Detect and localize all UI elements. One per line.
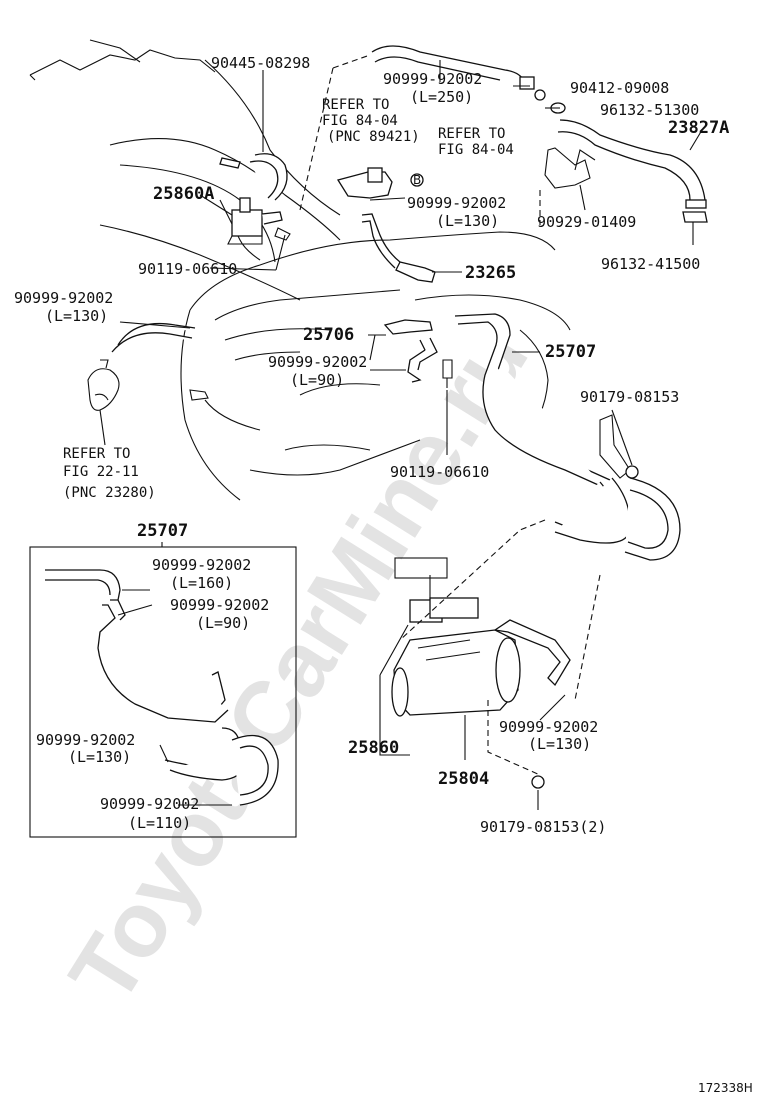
- label-90999-92002-l130-e: 90999-92002: [499, 718, 598, 736]
- inset-label-l160: (L=160): [170, 574, 233, 592]
- inset-label-l110: (L=110): [128, 814, 191, 832]
- label-90999-92002-l130-b: 90999-92002: [407, 194, 506, 212]
- label-96132-41500: 96132-41500: [601, 255, 700, 273]
- figure-id: 172338H: [698, 1081, 753, 1095]
- label-25706: 25706: [303, 325, 354, 345]
- label-90119-06610-a: 90119-06610: [138, 260, 237, 278]
- label-l130-b: (L=130): [436, 212, 499, 230]
- label-l90: (L=90): [290, 371, 344, 389]
- svg-text:B: B: [413, 173, 421, 187]
- inset-label-2: 90999-92002: [170, 596, 269, 614]
- inset-label-3: 90999-92002: [36, 731, 135, 749]
- inset-box: [29, 542, 297, 838]
- label-90412-09008: 90412-09008: [570, 79, 669, 97]
- inset-label-1: 90999-92002: [152, 556, 251, 574]
- label-23827a: 23827A: [668, 118, 729, 138]
- label-23265: 23265: [465, 263, 516, 283]
- label-90445-08298: 90445-08298: [211, 54, 310, 72]
- label-25860a: 25860A: [153, 184, 214, 204]
- ref2-line2: FIG 84-04: [438, 142, 514, 158]
- label-25804: 25804: [438, 769, 489, 789]
- label-96132-51300: 96132-51300: [600, 101, 699, 119]
- ref3-line3: (PNC 23280): [63, 485, 156, 501]
- label-l130-e: (L=130): [528, 735, 591, 753]
- label-90999-92002-l250: 90999-92002: [383, 70, 482, 88]
- labels: 90445-08298 90999-92002 (L=250) 90412-09…: [14, 54, 753, 1095]
- label-25707-box: 25707: [137, 521, 188, 541]
- inset-label-l90: (L=90): [196, 614, 250, 632]
- label-l130-c: (L=130): [45, 307, 108, 325]
- inset-label-l130: (L=130): [68, 748, 131, 766]
- label-25860: 25860: [348, 738, 399, 758]
- label-90999-92002-l90: 90999-92002: [268, 353, 367, 371]
- label-l250: (L=250): [410, 88, 473, 106]
- inset-label-4: 90999-92002: [100, 795, 199, 813]
- hoses: B: [87, 45, 708, 561]
- ref1-line2: FIG 84-04: [322, 113, 398, 129]
- label-25707-top: 25707: [545, 342, 596, 362]
- nut-icon: [531, 775, 545, 789]
- ref3-line2: FIG 22-11: [63, 464, 139, 480]
- ref2-line1: REFER TO: [438, 126, 505, 142]
- label-90999-92002-l130-c: 90999-92002: [14, 289, 113, 307]
- label-90179-08153: 90179-08153: [580, 388, 679, 406]
- mark-box: [394, 557, 448, 579]
- label-90929-01409: 90929-01409: [537, 213, 636, 231]
- ref1-line1: REFER TO: [322, 97, 389, 113]
- ref1-line3: (PNC 89421): [327, 129, 420, 145]
- label-90119-06610-b: 90119-06610: [390, 463, 489, 481]
- ref3-line1: REFER TO: [63, 446, 130, 462]
- label-90179-08153-2: 90179-08153(2): [480, 818, 606, 836]
- canister-assembly: [391, 597, 571, 717]
- leader-lines: [99, 54, 703, 810]
